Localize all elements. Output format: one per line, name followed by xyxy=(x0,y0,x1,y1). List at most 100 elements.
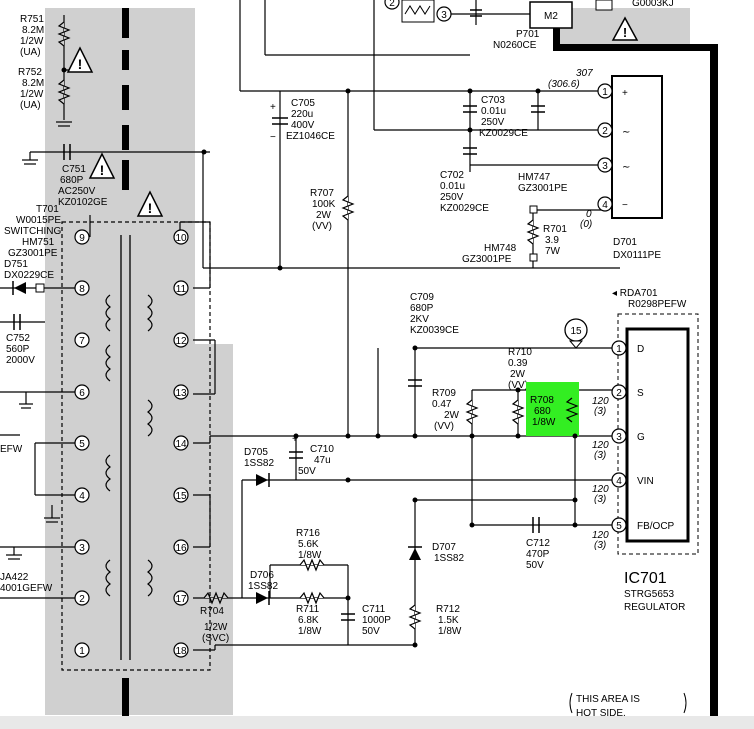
ic701-pin-name-d: D xyxy=(637,344,644,355)
diode-d751-symbol xyxy=(12,281,45,295)
transformer-pin-2: 2 xyxy=(74,590,90,606)
warning-icon: ! xyxy=(88,152,116,179)
transformer-pin-9: 9 xyxy=(74,229,90,245)
svg-text:2: 2 xyxy=(389,0,395,9)
svg-text:18: 18 xyxy=(175,646,187,657)
ic701-voltage-vin: 120(3) xyxy=(592,484,609,505)
d701-voltage-plus: 307(306.6) xyxy=(548,68,593,90)
svg-text:3: 3 xyxy=(79,543,85,554)
svg-text:3: 3 xyxy=(616,432,622,443)
ic701-voltage-fb: 120(3) xyxy=(592,530,609,551)
d701-symbol-minus: − xyxy=(622,200,628,211)
svg-text:2: 2 xyxy=(616,388,622,399)
top-fragment-box xyxy=(595,0,613,11)
transformer-pin-8: 8 xyxy=(74,280,90,296)
test-point-15: 15 xyxy=(564,318,588,349)
d701-symbol-ac1: ∼ xyxy=(622,127,630,138)
ground-left-2 xyxy=(44,505,60,523)
svg-text:1: 1 xyxy=(616,344,622,355)
ic701-voltage-s: 120(3) xyxy=(592,396,609,417)
svg-text:11: 11 xyxy=(176,284,187,295)
svg-text:14: 14 xyxy=(175,439,187,450)
resistor-r707-symbol xyxy=(341,195,355,221)
svg-text:5: 5 xyxy=(616,521,622,532)
svg-text:HOT SIDE.: HOT SIDE. xyxy=(576,708,626,719)
svg-text:17: 17 xyxy=(175,594,187,605)
svg-text:13: 13 xyxy=(175,388,187,399)
connector-m2: M2 xyxy=(529,1,573,29)
capacitor-c703-symbol xyxy=(463,105,545,113)
d701-symbol-ac2: ∼ xyxy=(622,162,630,173)
ic701-body xyxy=(625,327,690,543)
ferrite-hm747 xyxy=(529,205,538,214)
capacitor-c710-symbol xyxy=(289,451,303,459)
transformer-pin-1: 1 xyxy=(74,642,90,658)
resistor-r708-symbol xyxy=(565,397,579,423)
resistor-r709-symbol xyxy=(465,399,479,425)
transformer-pin-14: 14 xyxy=(173,435,189,451)
svg-text:15: 15 xyxy=(175,491,187,502)
transformer-pin-7: 7 xyxy=(74,332,90,348)
resistor-r710-symbol xyxy=(511,399,525,425)
d701-symbol-plus: + xyxy=(622,88,628,99)
svg-text:15: 15 xyxy=(570,326,582,337)
diode-d707-symbol xyxy=(408,546,422,560)
warning-icon: ! xyxy=(136,190,164,217)
svg-text:3: 3 xyxy=(602,161,608,172)
d701-pin-3: 3 xyxy=(597,157,613,173)
junction-dots xyxy=(61,67,578,648)
resistor-r701-symbol xyxy=(526,219,540,245)
svg-text:3: 3 xyxy=(441,10,447,21)
capacitor-c751-symbol xyxy=(63,144,71,160)
transformer-pin-3: 3 xyxy=(74,539,90,555)
transformer-pin-15: 15 xyxy=(173,487,189,503)
transformer-core xyxy=(120,235,131,660)
ic701-pin-1: 1 xyxy=(611,340,627,356)
d701-pin-1: 1 xyxy=(597,83,613,99)
relay-fragment: 2 3 xyxy=(384,0,530,23)
transformer-pin-6: 6 xyxy=(74,384,90,400)
c705-minus: − xyxy=(270,132,276,143)
ic701-pin-name-vin: VIN xyxy=(637,476,654,487)
hm751-label: HM751 xyxy=(22,237,55,248)
c710-plus: + xyxy=(292,434,298,445)
ic701-function: REGULATOR xyxy=(624,602,685,613)
capacitor-c752-symbol xyxy=(13,314,21,330)
ground-left-3 xyxy=(6,547,22,560)
capacitor-c702-symbol xyxy=(463,147,477,155)
ic701-part: STRG5653 xyxy=(624,589,674,600)
svg-text:9: 9 xyxy=(79,233,85,244)
hot-side-note: THIS AREA IS HOT SIDE. xyxy=(569,692,687,719)
transformer-pin-18: 18 xyxy=(173,642,189,658)
transformer-pin-11: 11 xyxy=(173,280,189,296)
svg-text:!: ! xyxy=(623,25,627,40)
svg-text:!: ! xyxy=(78,56,83,72)
svg-text:!: ! xyxy=(148,200,153,216)
left-partial-label-1: EFW xyxy=(0,444,23,455)
warning-icon: ! xyxy=(66,46,94,73)
svg-text:2: 2 xyxy=(602,126,608,137)
rectifier-d701-body xyxy=(611,75,663,219)
transformer-pin-5: 5 xyxy=(74,435,90,451)
transformer-pin-17: 17 xyxy=(173,590,189,606)
ground-left-1 xyxy=(19,392,33,409)
